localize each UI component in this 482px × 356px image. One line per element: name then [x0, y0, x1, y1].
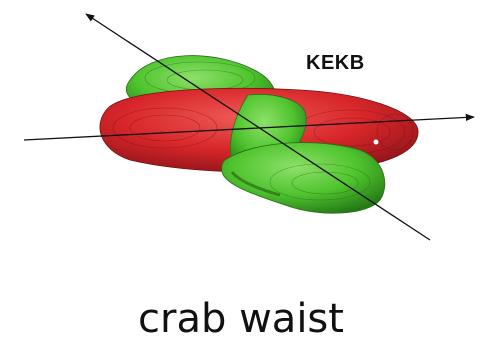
- kekb-label: KEKB: [306, 52, 365, 75]
- caption: crab waist: [0, 296, 482, 342]
- green-lobe-front: [222, 143, 385, 214]
- beam-point-marker: [374, 140, 379, 145]
